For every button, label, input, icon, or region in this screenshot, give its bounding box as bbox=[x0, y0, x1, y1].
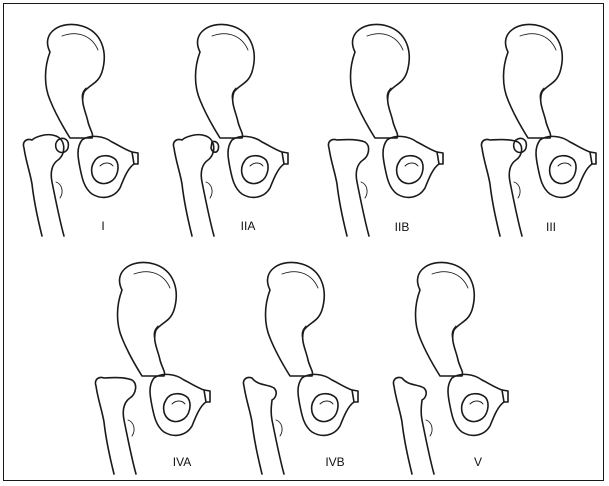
capital-fragment bbox=[514, 138, 527, 152]
femur-outline bbox=[173, 135, 214, 236]
hip-drawing-stage-ivb bbox=[243, 262, 358, 474]
hip-drawing-stage-iia bbox=[173, 24, 288, 236]
ilium-crest-line bbox=[520, 34, 556, 50]
pubis-outline bbox=[150, 374, 206, 435]
ilium-outline bbox=[416, 262, 475, 376]
pubis-outline bbox=[78, 136, 134, 197]
pubis-outline bbox=[298, 374, 354, 435]
ilium-outline bbox=[266, 262, 325, 376]
stage-label-i: I bbox=[101, 219, 104, 233]
hip-drawing-stage-iii bbox=[481, 24, 596, 236]
foramen-inner-line bbox=[405, 163, 418, 166]
lesser-trochanter bbox=[128, 420, 134, 436]
lesser-trochanter bbox=[276, 420, 282, 436]
femur-outline bbox=[393, 377, 434, 474]
foramen-inner-line bbox=[100, 163, 113, 166]
femur-outline bbox=[328, 139, 369, 236]
foramen-inner-line bbox=[172, 401, 185, 404]
pubis-outline bbox=[448, 374, 504, 435]
lesser-trochanter bbox=[56, 182, 62, 198]
foramen-inner-line bbox=[470, 401, 483, 404]
femur-outline bbox=[23, 135, 64, 236]
foramen-inner-line bbox=[558, 163, 571, 166]
stage-label-iva: IVA bbox=[173, 455, 191, 469]
obturator-foramen bbox=[242, 156, 268, 184]
stage-label-ivb: IVB bbox=[325, 455, 344, 469]
obturator-foramen bbox=[462, 394, 488, 422]
lesser-trochanter bbox=[206, 182, 212, 198]
pubis-outline bbox=[228, 136, 284, 197]
foramen-inner-line bbox=[250, 163, 263, 166]
stage-label-iia: IIA bbox=[241, 219, 256, 233]
obturator-foramen bbox=[550, 156, 576, 184]
capital-fragment bbox=[211, 141, 219, 152]
lesser-trochanter bbox=[426, 420, 432, 436]
ilium-outline bbox=[118, 262, 177, 376]
stage-label-iii: III bbox=[546, 220, 556, 234]
lesser-trochanter bbox=[514, 182, 520, 198]
hip-drawing-stage-iva bbox=[95, 262, 210, 474]
ilium-crest-line bbox=[212, 34, 248, 50]
obturator-foramen bbox=[92, 156, 118, 184]
obturator-foramen bbox=[164, 394, 190, 422]
ilium-crest-line bbox=[432, 272, 468, 288]
femur-outline bbox=[95, 377, 136, 474]
ilium-outline bbox=[351, 24, 410, 138]
femur-outline bbox=[243, 377, 284, 474]
pubis-outline bbox=[536, 136, 592, 197]
stage-label-iib: IIB bbox=[395, 220, 410, 234]
ilium-crest-line bbox=[367, 34, 403, 50]
foramen-inner-line bbox=[320, 401, 333, 404]
ilium-crest-line bbox=[134, 272, 170, 288]
ilium-crest-line bbox=[62, 34, 98, 50]
obturator-foramen bbox=[312, 394, 338, 422]
hip-drawing-stage-iib bbox=[328, 24, 443, 236]
obturator-foramen bbox=[397, 156, 423, 184]
hip-drawing-stage-i bbox=[23, 24, 138, 236]
femur-outline bbox=[481, 139, 522, 236]
stage-label-v: V bbox=[474, 455, 482, 469]
ilium-crest-line bbox=[282, 272, 318, 288]
ilium-outline bbox=[504, 24, 563, 138]
pubis-outline bbox=[383, 136, 439, 197]
lesser-trochanter bbox=[361, 182, 367, 198]
ilium-outline bbox=[196, 24, 255, 138]
ilium-outline bbox=[46, 24, 105, 138]
hip-drawing-stage-v bbox=[393, 262, 508, 474]
